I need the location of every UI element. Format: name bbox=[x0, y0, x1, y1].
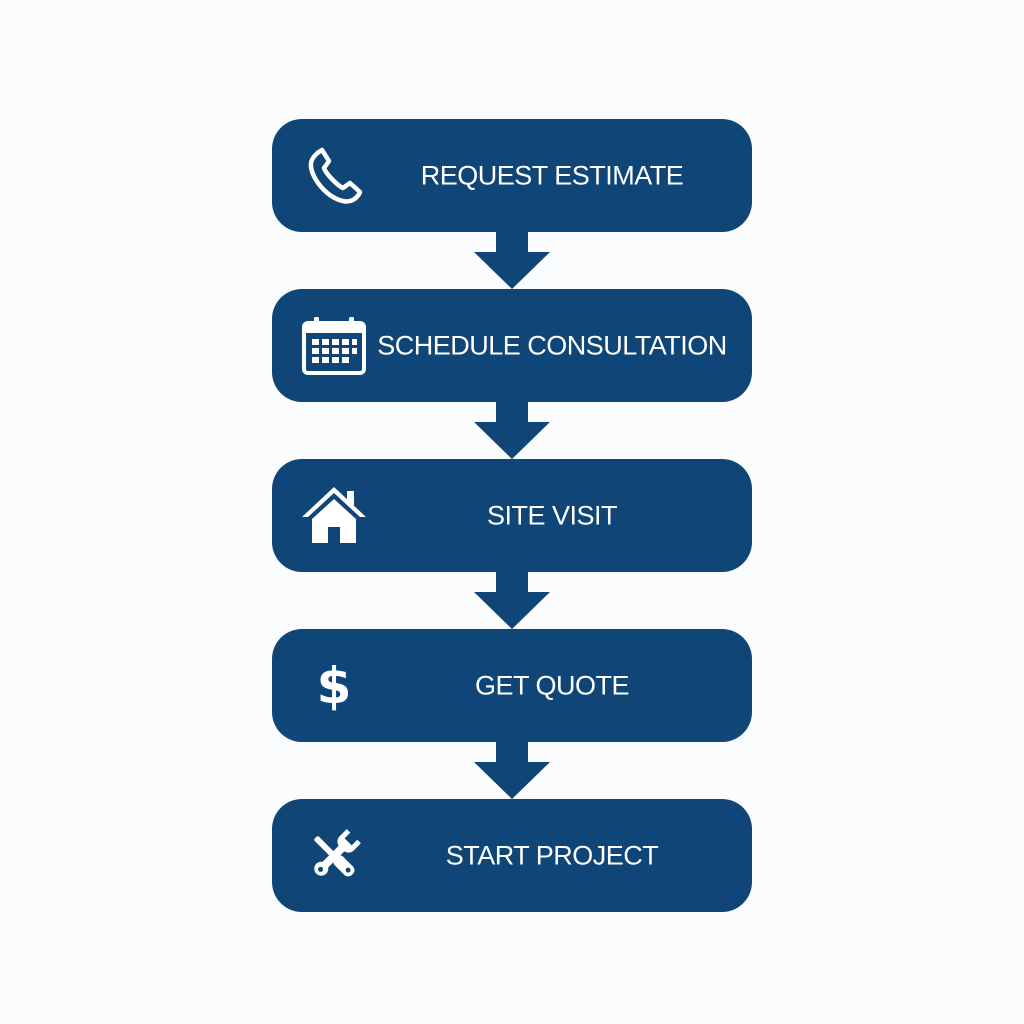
step-label: SCHEDULE CONSULTATION bbox=[377, 330, 727, 360]
step-request-estimate: REQUEST ESTIMATE bbox=[272, 119, 752, 232]
calendar-icon bbox=[300, 312, 368, 380]
arrow-down bbox=[272, 742, 752, 799]
arrow-down bbox=[272, 402, 752, 459]
dollar-icon: $ bbox=[316, 656, 352, 715]
tools-icon bbox=[300, 822, 368, 890]
step-label: START PROJECT bbox=[445, 840, 659, 870]
arrow-down bbox=[272, 232, 752, 289]
house-icon bbox=[300, 482, 368, 550]
step-site-visit: SITE VISIT bbox=[272, 459, 752, 572]
arrow-down bbox=[272, 572, 752, 629]
step-label: SITE VISIT bbox=[486, 500, 618, 530]
step-label: GET QUOTE bbox=[474, 670, 630, 700]
step-get-quote: $ GET QUOTE bbox=[272, 629, 752, 742]
step-start-project: START PROJECT bbox=[272, 799, 752, 912]
process-flow: REQUEST ESTIMATE bbox=[272, 119, 752, 912]
phone-icon bbox=[300, 142, 368, 210]
step-schedule-consultation: SCHEDULE CONSULTATION bbox=[272, 289, 752, 402]
step-label: REQUEST ESTIMATE bbox=[420, 160, 684, 190]
